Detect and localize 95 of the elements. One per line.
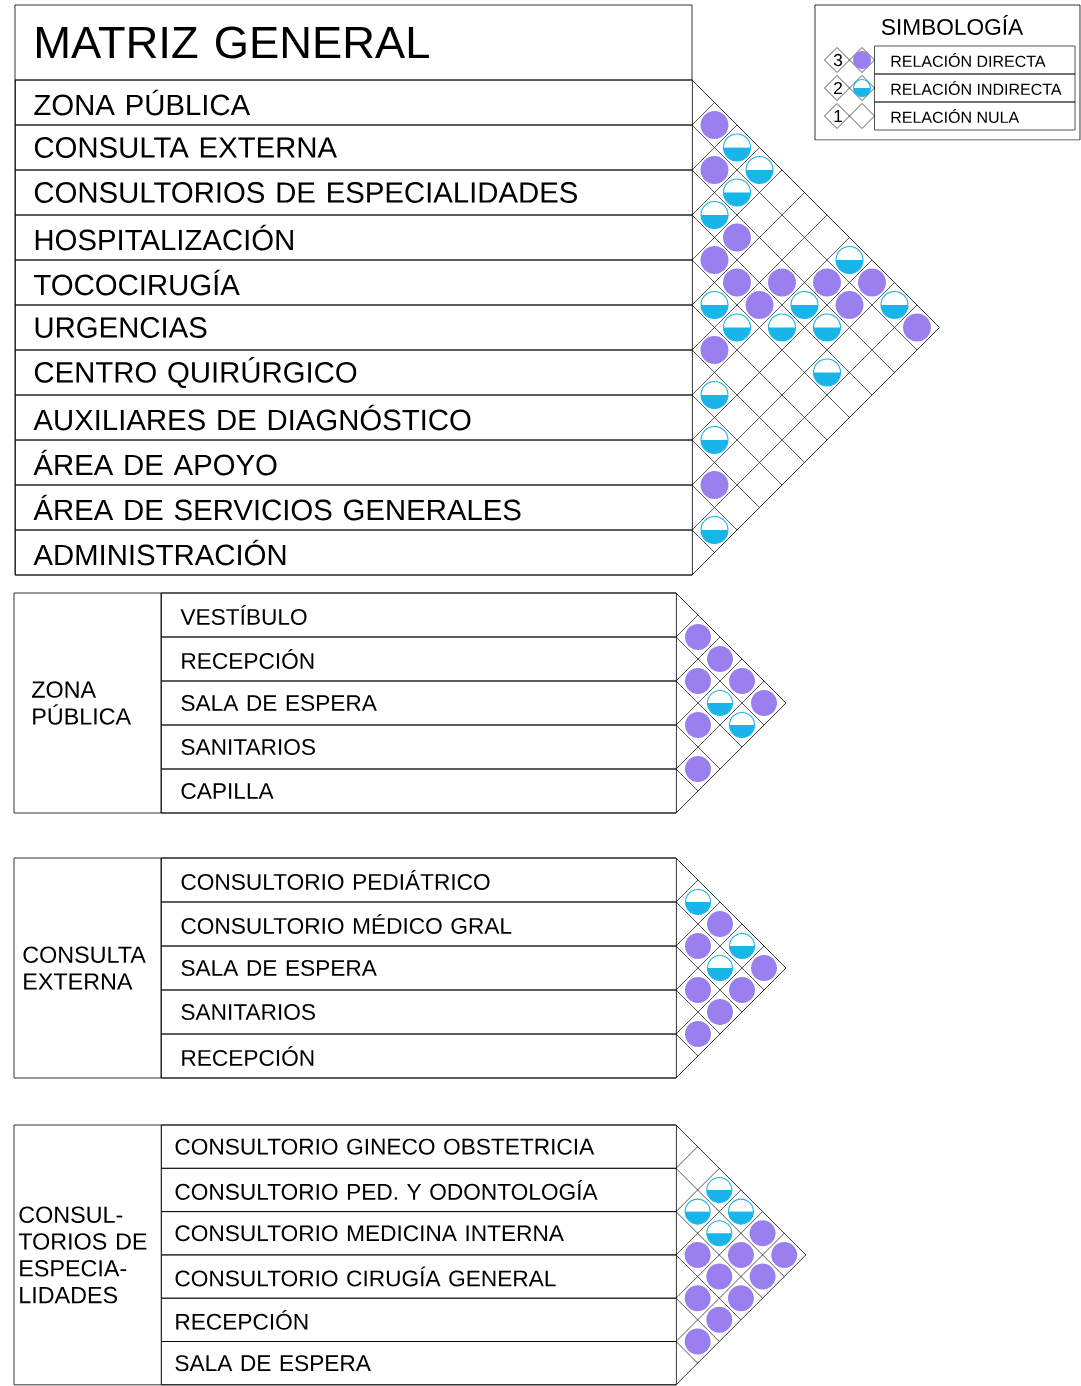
direct-relation-circle: [700, 156, 729, 184]
direct-relation-circle: [685, 933, 711, 959]
indirect-relation-circle: [728, 711, 756, 739]
indirect-relation-circle: [706, 689, 734, 717]
direct-relation-circle: [727, 1285, 754, 1312]
direct-relation-circle: [858, 268, 886, 297]
indirect-relation-circle: [812, 313, 842, 342]
direct-relation-circle: [903, 313, 931, 342]
table-row: RECEPCIÓN: [161, 636, 677, 682]
indirect-relation-circle: [812, 358, 842, 387]
direct-relation-circle: [813, 268, 841, 297]
direct-relation-circle: [723, 223, 751, 252]
legend-number: 1: [824, 103, 850, 129]
table-row: RECEPCIÓN: [161, 1297, 677, 1342]
direct-relation-circle: [751, 690, 777, 716]
legend-entry: RELACIÓN NULA: [874, 101, 1076, 131]
table-row: CONSULTORIO GINECO OBSTETRICIA: [161, 1124, 677, 1169]
indirect-relation-circle: [700, 200, 729, 230]
table-row: SALA DE ESPERA: [161, 680, 677, 726]
table-row: CONSULTORIO PED. Y ODONTOLOGÍA: [161, 1167, 677, 1212]
indirect-relation-circle: [684, 888, 712, 916]
direct-relation-circle: [684, 1241, 711, 1268]
indirect-relation-circle: [835, 245, 864, 275]
table-row: SANITARIOS: [161, 724, 677, 770]
direct-relation-circle: [685, 756, 711, 782]
legend-number: 3: [824, 47, 850, 73]
direct-relation-circle: [745, 291, 774, 319]
direct-relation-circle: [723, 268, 751, 297]
direct-relation-circle: [700, 246, 729, 274]
direct-relation-circle: [706, 1263, 733, 1290]
direct-relation-circle: [749, 1263, 776, 1290]
direct-relation-circle: [707, 646, 733, 672]
table-row: CONSULTORIO MEDICINA INTERNA: [161, 1211, 677, 1256]
indirect-relation-circle: [767, 313, 797, 342]
indirect-relation-circle: [706, 1220, 733, 1247]
table-row: CONSULTORIOS DE ESPECIALIDADES: [15, 169, 693, 216]
table-row: URGENCIAS: [15, 304, 693, 351]
table-row: ÁREA DE APOYO: [15, 439, 693, 486]
direct-relation-circle: [685, 624, 711, 650]
table-row: CONSULTORIO PEDIÁTRICO: [161, 857, 677, 903]
table-row: SALA DE ESPERA: [161, 1341, 677, 1386]
direct-relation-circle: [707, 999, 733, 1025]
indirect-relation-circle: [700, 380, 729, 410]
indirect-relation-circle: [880, 290, 909, 320]
table-row: ÁREA DE SERVICIOS GENERALES: [15, 484, 693, 531]
table-row: RECEPCIÓN: [161, 1033, 677, 1079]
legend-entry: RELACIÓN DIRECTA: [874, 45, 1076, 75]
indirect-relation-circle: [727, 1198, 754, 1225]
table-row: SANITARIOS: [161, 989, 677, 1035]
indirect-relation-circle: [700, 515, 729, 545]
indirect-relation-circle: [706, 1176, 733, 1203]
direct-relation-circle: [729, 977, 755, 1003]
direct-relation-circle: [684, 1328, 711, 1355]
indirect-relation-circle: [728, 932, 756, 960]
legend-title: SIMBOLOGÍA: [881, 15, 1024, 35]
direct-relation-circle: [700, 471, 729, 499]
table-row: CENTRO QUIRÚRGICO: [15, 349, 693, 396]
table-row: CONSULTA EXTERNA: [15, 124, 693, 171]
direct-relation-circle: [706, 1306, 733, 1333]
table-row: AUXILIARES DE DIAGNÓSTICO: [15, 394, 693, 441]
legend-number: 2: [824, 75, 850, 101]
direct-relation-circle: [685, 1021, 711, 1047]
indirect-relation-circle: [706, 954, 734, 982]
table-row: SALA DE ESPERA: [161, 945, 677, 991]
table-row: TOCOCIRUGÍA: [15, 259, 693, 306]
direct-relation-circle: [685, 977, 711, 1003]
table-row: CONSULTORIO MÉDICO GRAL: [161, 901, 677, 947]
table-row: HOSPITALIZACIÓN: [15, 214, 693, 261]
indirect-relation-circle: [700, 290, 729, 320]
indirect-relation-circle: [722, 313, 752, 342]
table-row: ADMINISTRACIÓN: [15, 529, 693, 576]
table-row: ZONA PÚBLICA: [15, 79, 693, 126]
direct-relation-circle: [685, 712, 711, 738]
direct-relation-circle: [727, 1241, 754, 1268]
direct-relation-circle: [771, 1241, 798, 1268]
direct-relation-circle: [729, 668, 755, 694]
indirect-relation-circle: [722, 178, 752, 207]
direct-relation-circle: [749, 1220, 776, 1247]
table-row: CONSULTORIO CIRUGÍA GENERAL: [161, 1254, 677, 1299]
indirect-relation-circle: [700, 425, 729, 455]
table-row: VESTÍBULO: [161, 592, 677, 638]
direct-relation-circle: [700, 111, 729, 139]
legend-entry: RELACIÓN INDIRECTA: [874, 73, 1076, 103]
indirect-relation-circle: [790, 290, 819, 320]
indirect-relation-circle: [722, 133, 752, 162]
direct-relation-circle: [835, 291, 864, 319]
direct-relation-circle: [751, 955, 777, 981]
direct-relation-circle: [768, 268, 796, 297]
table-row: CAPILLA: [161, 768, 677, 814]
indirect-relation-circle: [745, 155, 774, 185]
direct-relation-circle: [684, 1285, 711, 1312]
direct-relation-circle: [700, 336, 729, 364]
direct-relation-circle: [707, 911, 733, 937]
direct-relation-circle: [685, 668, 711, 694]
indirect-relation-circle: [684, 1198, 711, 1225]
